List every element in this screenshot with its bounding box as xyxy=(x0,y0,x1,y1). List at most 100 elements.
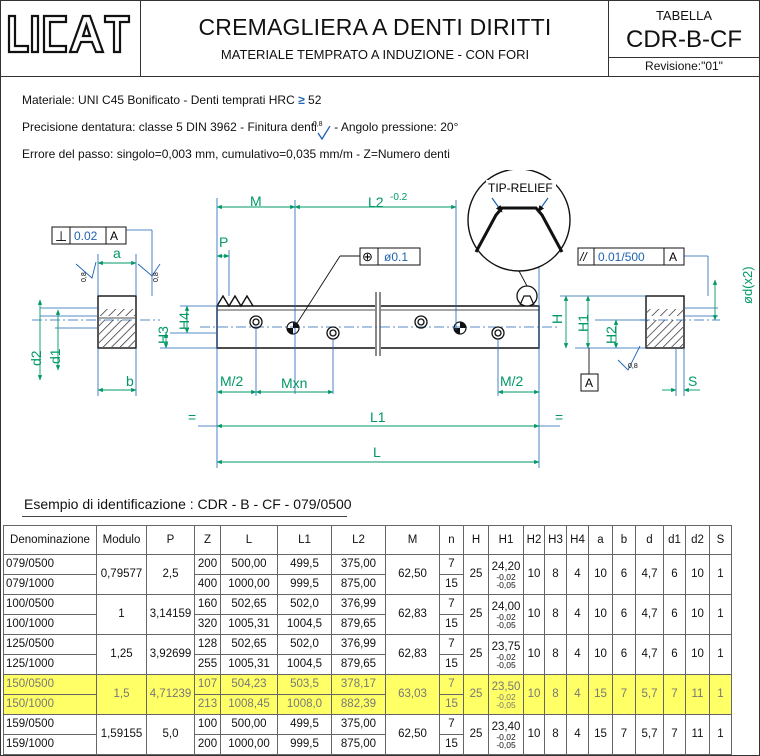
cell-modulo: 1,5 xyxy=(96,674,147,715)
h1-tol-upper: -0,02 xyxy=(496,732,516,742)
cell-n: 15 xyxy=(439,694,464,715)
cell-modulo: 1 xyxy=(96,594,147,635)
cell-modulo: 1,59155 xyxy=(96,714,147,755)
spec-material: Materiale: UNI C45 Bonificato - Denti te… xyxy=(22,93,321,107)
cell-n: 15 xyxy=(439,734,464,755)
h1-tolerance: -0,02-0,05 xyxy=(496,572,516,590)
cell-p: 5,0 xyxy=(146,714,195,755)
col-header-denominazione: Denominazione xyxy=(3,525,97,555)
left-section-hatch-top xyxy=(99,309,135,316)
col-header-a: a xyxy=(588,525,613,555)
cell-l1: 502,0 xyxy=(277,594,332,615)
company-logo: LICAT xyxy=(7,14,131,60)
cell-h3: 8 xyxy=(544,634,567,675)
technical-drawing: 0,8 0,8 a b d2 d1 ⊥ 0.02 A xyxy=(28,170,755,468)
cell-l: 500,00 xyxy=(220,714,278,735)
cell-m: 63,03 xyxy=(385,674,440,715)
dim-M2-right: M/2 xyxy=(500,373,524,389)
cell-d: 4,7 xyxy=(635,634,664,675)
cell-d2: 11 xyxy=(685,674,710,715)
h1-tolerance: -0,02-0,05 xyxy=(496,613,516,630)
col-header-d: d xyxy=(635,525,664,555)
dim-eq-left: = xyxy=(188,409,196,425)
h1-tol-lower: -0,05 xyxy=(496,580,516,590)
cell-a: 15 xyxy=(588,714,613,755)
col-header-h3: H3 xyxy=(544,525,567,555)
cell-p: 3,92699 xyxy=(146,634,195,675)
h1-value: 23,50 xyxy=(491,681,521,693)
tabella-label: TABELLA xyxy=(655,8,713,23)
cell-h3: 8 xyxy=(544,554,567,595)
cell-d2: 10 xyxy=(685,554,710,595)
cell-denominazione: 150/0500 xyxy=(3,674,97,695)
dim-H4: H4 xyxy=(176,312,192,330)
cell-l: 1000,00 xyxy=(220,734,278,755)
h1-value: 23,40 xyxy=(491,721,521,733)
dim-P: P xyxy=(219,234,228,250)
parallelism-frame: // 0.01/500 A xyxy=(577,247,685,266)
cell-h1: 24,20-0,02-0,05 xyxy=(488,554,524,595)
dim-b: b xyxy=(126,373,134,389)
cell-l2: 875,00 xyxy=(331,734,386,755)
par-value: 0.01/500 xyxy=(598,250,645,264)
cell-l1: 502,0 xyxy=(277,634,332,655)
cell-h: 25 xyxy=(463,674,489,715)
cell-l1: 1004,5 xyxy=(277,614,332,635)
h1-tolerance: -0,02-0,05 xyxy=(496,732,516,750)
revision-divider xyxy=(608,57,759,58)
cell-l1: 503,5 xyxy=(277,674,332,695)
left-section-view xyxy=(32,295,160,349)
cell-n: 7 xyxy=(439,554,464,575)
cell-n: 7 xyxy=(439,594,464,615)
logo-text: LICAT xyxy=(69,57,75,60)
cell-l2: 375,00 xyxy=(331,714,386,735)
page-title: CREMAGLIERA A DENTI DIRITTI xyxy=(198,14,552,40)
identification-example: Esempio di identificazione : CDR - B - C… xyxy=(24,496,352,512)
h1-tol-lower: -0,05 xyxy=(496,620,516,630)
right-section-view xyxy=(640,295,720,349)
cell-b: 7 xyxy=(612,714,636,755)
cell-d: 5,7 xyxy=(635,714,664,755)
cell-n: 7 xyxy=(439,634,464,655)
dim-d1: d1 xyxy=(47,348,63,364)
spec-angle-text: - Angolo pressione: 20° xyxy=(330,120,459,134)
cell-n: 7 xyxy=(439,714,464,735)
example-underline xyxy=(22,516,347,517)
cell-l: 1000,00 xyxy=(220,574,278,595)
cell-m: 62,83 xyxy=(385,594,440,635)
col-header-l1: L1 xyxy=(277,525,332,555)
spec-precision-text: Precisione dentatura: classe 5 DIN 3962 … xyxy=(22,120,317,134)
cell-h: 25 xyxy=(463,714,489,755)
h1-tol-lower: -0,05 xyxy=(496,700,516,710)
col-header-h4: H4 xyxy=(566,525,589,555)
cell-p: 4,71239 xyxy=(146,674,195,715)
h1-tol-upper: -0,02 xyxy=(496,572,516,582)
datum-a-label: A xyxy=(585,376,593,390)
cell-l: 1008,45 xyxy=(220,694,278,715)
revision-label: Revisione:"01" xyxy=(645,59,723,73)
header-bottom-border xyxy=(0,76,759,77)
spec-pitch-error: Errore del passo: singolo=0,003 mm, cumu… xyxy=(22,147,450,161)
h1-tol-lower: -0,05 xyxy=(496,660,516,670)
cell-h1: 23,50-0,02-0,05 xyxy=(488,674,524,715)
cell-s: 1 xyxy=(709,554,732,595)
h1-value: 24,00 xyxy=(491,601,521,613)
cell-h4: 4 xyxy=(566,674,589,715)
cell-z: 320 xyxy=(194,614,221,635)
left-section-body xyxy=(97,295,137,349)
hole-left xyxy=(249,315,263,329)
cell-s: 1 xyxy=(709,714,732,755)
dim-d2: d2 xyxy=(28,350,44,366)
par-datum: A xyxy=(669,250,677,264)
cell-l1: 999,5 xyxy=(277,574,332,595)
cell-h4: 4 xyxy=(566,554,589,595)
cell-d1: 6 xyxy=(663,634,686,675)
cell-h3: 8 xyxy=(544,714,567,755)
